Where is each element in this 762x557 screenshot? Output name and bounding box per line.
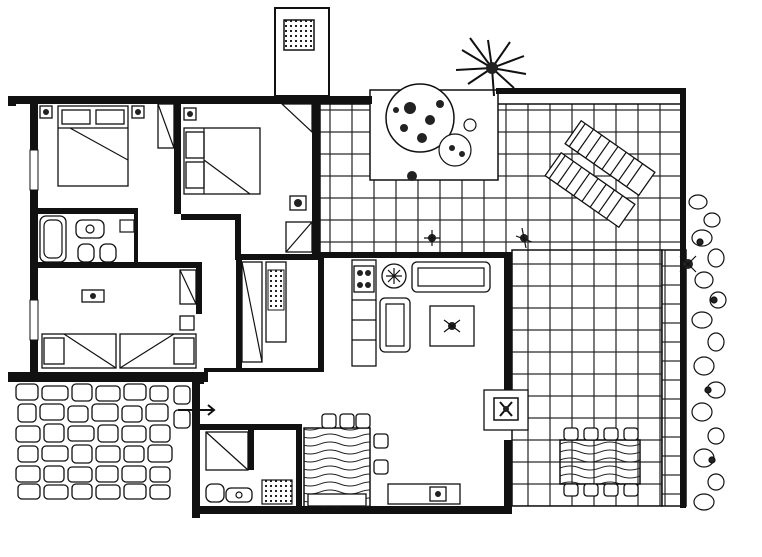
bathroom-main [39,215,135,263]
bathroom-small [205,431,293,505]
living-room [379,261,529,431]
terrace-plants [424,227,533,249]
bedroom-double [183,103,313,253]
kitchen [351,259,377,367]
garden-plants [385,37,527,181]
dining-area [303,413,461,509]
stone-path [14,382,216,502]
corridor [241,261,287,363]
chimney [274,7,330,97]
sun-loungers [544,119,656,229]
bedroom-master [29,103,175,191]
walls [8,88,686,518]
corner-plant [679,255,697,273]
terrace-table [559,427,641,497]
bedroom-twin [29,269,197,369]
garden-hedge [688,194,727,511]
